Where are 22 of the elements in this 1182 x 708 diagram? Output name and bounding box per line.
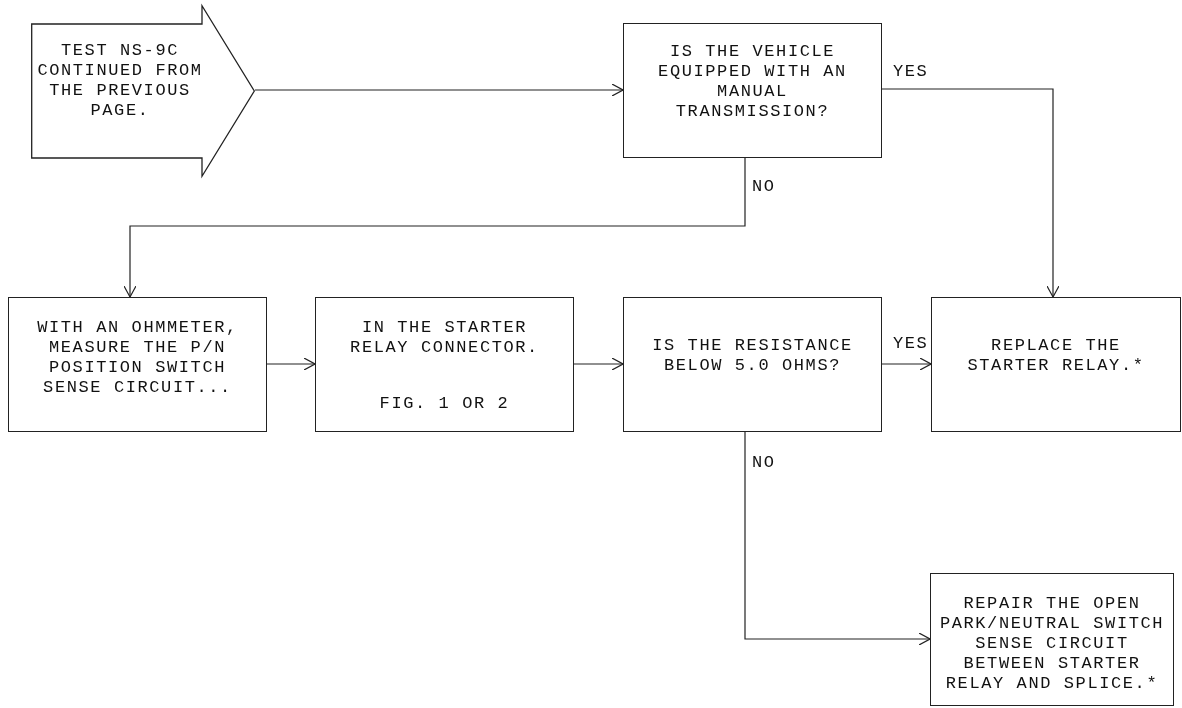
process-box	[930, 573, 1174, 706]
process-box	[931, 297, 1181, 432]
arrow	[881, 357, 932, 371]
node-text: WITH AN OHMMETER, MEASURE THE P/N POSITION SWITCH SENSE CIRCUIT...	[36, 318, 239, 398]
arrow	[573, 357, 624, 371]
start-arrow-shape	[31, 5, 255, 177]
process-box	[315, 297, 574, 432]
node-text: REPAIR THE OPEN PARK/NEUTRAL SWITCH SENSE CIRCUIT BETWEEN STARTER RELAY AND SPLICE.*	[938, 594, 1166, 694]
node-text: IN THE STARTER RELAY CONNECTOR.	[349, 318, 540, 358]
node-text: REPLACE THE STARTER RELAY.*	[966, 336, 1146, 376]
arrow	[123, 157, 746, 298]
arrow	[881, 88, 1060, 298]
process-box	[623, 23, 882, 158]
process-box	[8, 297, 267, 432]
process-box	[623, 297, 882, 432]
node-text: TEST NS-9C CONTINUED FROM THE PREVIOUS PAGE.	[36, 41, 204, 121]
node-text: IS THE RESISTANCE BELOW 5.0 OHMS?	[651, 336, 854, 376]
arrow	[254, 83, 624, 97]
arrow	[744, 431, 931, 646]
arrow	[266, 357, 316, 371]
node-text: IS THE VEHICLE EQUIPPED WITH AN MANUAL TRANSMISSION?	[657, 42, 848, 122]
node-text: FIG. 1 OR 2	[378, 394, 511, 414]
